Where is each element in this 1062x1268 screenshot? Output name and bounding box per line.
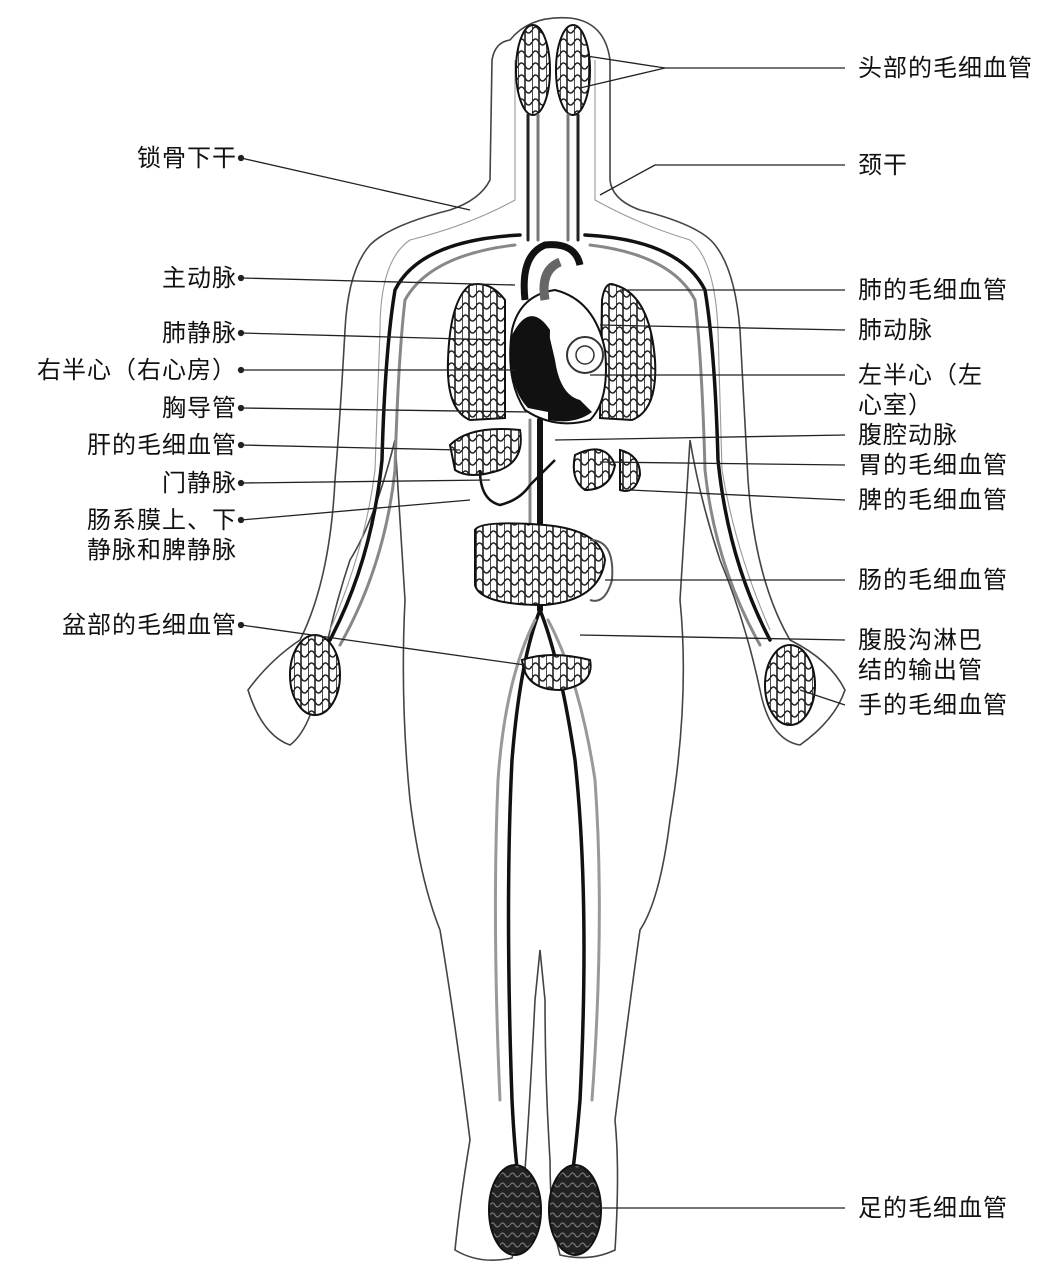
neck-vessels	[528, 115, 578, 240]
label-spleen-capillaries: 脾的毛细血管	[858, 485, 1008, 515]
label-text: 盆部的毛细血管	[62, 610, 237, 640]
label-text: 左半心（左	[858, 360, 983, 390]
head-capillary-beds	[516, 25, 590, 115]
label-aorta: 主动脉	[162, 263, 237, 293]
label-lung-capillaries: 肺的毛细血管	[858, 275, 1008, 305]
label-text: 腹股沟淋巴	[858, 625, 983, 655]
label-text: 肺静脉	[162, 318, 237, 348]
label-text: 静脉和脾静脉	[87, 535, 237, 565]
label-celiac-artery: 腹腔动脉	[858, 420, 958, 450]
label-text: 主动脉	[162, 263, 237, 293]
label-mesenteric-splenic-veins: 肠系膜上、下 静脉和脾静脉	[87, 505, 237, 565]
label-text: 心室）	[858, 390, 983, 420]
label-text: 脾的毛细血管	[858, 485, 1008, 515]
label-text: 胃的毛细血管	[858, 450, 1008, 480]
label-subclavian-trunk: 锁骨下干	[137, 143, 237, 173]
label-text: 颈干	[858, 150, 908, 180]
label-text: 肺的毛细血管	[858, 275, 1008, 305]
label-foot-capillaries: 足的毛细血管	[858, 1193, 1008, 1223]
label-text: 右半心（右心房）	[37, 355, 237, 385]
label-intestine-capillaries: 肠的毛细血管	[858, 565, 1008, 595]
label-left-heart: 左半心（左 心室）	[858, 360, 983, 420]
label-text: 肠系膜上、下	[87, 505, 237, 535]
heart	[510, 245, 606, 424]
label-hand-capillaries: 手的毛细血管	[858, 690, 1008, 720]
label-text: 肝的毛细血管	[87, 430, 237, 460]
label-pulmonary-vein: 肺静脉	[162, 318, 237, 348]
label-text: 锁骨下干	[137, 143, 237, 173]
label-text: 肺动脉	[858, 315, 933, 345]
label-right-heart: 右半心（右心房）	[37, 355, 237, 385]
label-text: 结的输出管	[858, 655, 983, 685]
label-text: 头部的毛细血管	[858, 53, 1033, 83]
abdominal-organs	[450, 429, 640, 505]
label-liver-capillaries: 肝的毛细血管	[87, 430, 237, 460]
label-text: 肠的毛细血管	[858, 565, 1008, 595]
label-stomach-capillaries: 胃的毛细血管	[858, 450, 1008, 480]
label-pelvic-capillaries: 盆部的毛细血管	[62, 610, 237, 640]
label-head-capillaries: 头部的毛细血管	[858, 53, 1033, 83]
label-inguinal-lymph-efferent: 腹股沟淋巴 结的输出管	[858, 625, 983, 685]
label-text: 手的毛细血管	[858, 690, 1008, 720]
label-text: 门静脉	[162, 468, 237, 498]
label-thoracic-duct: 胸导管	[162, 393, 237, 423]
foot-capillary-beds	[489, 1165, 601, 1255]
label-text: 胸导管	[162, 393, 237, 423]
label-text: 足的毛细血管	[858, 1193, 1008, 1223]
leader-lines-right	[555, 55, 845, 1208]
label-portal-vein: 门静脉	[162, 468, 237, 498]
label-text: 腹腔动脉	[858, 420, 958, 450]
intestines	[475, 523, 612, 605]
label-jugular-trunk: 颈干	[858, 150, 908, 180]
label-pulmonary-artery: 肺动脉	[858, 315, 933, 345]
pelvic-capillary-bed	[522, 655, 591, 690]
